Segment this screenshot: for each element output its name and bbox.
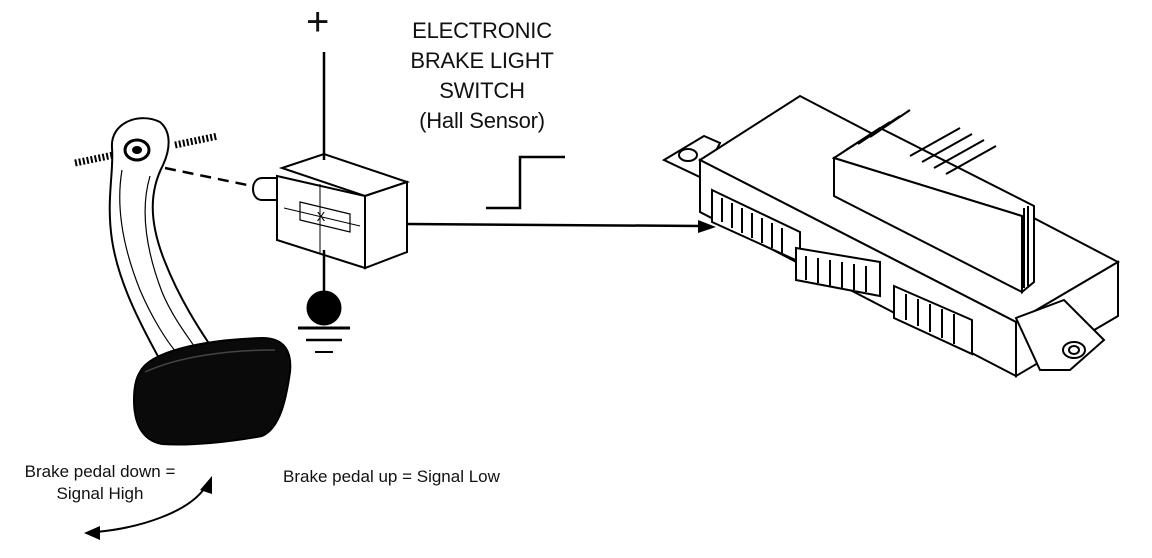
- switch-title: ELECTRONIC BRAKE LIGHT SWITCH (Hall Sens…: [382, 16, 582, 136]
- pedal-arm: [108, 117, 212, 362]
- power-plus-symbol: +: [306, 0, 330, 44]
- pedal-down-line-2: Signal High: [56, 484, 144, 503]
- module-connectors: [711, 188, 973, 356]
- brake-pedal: [74, 117, 292, 446]
- switch-title-line-3: SWITCH: [439, 78, 525, 103]
- pedal-pad: [132, 336, 292, 446]
- switch-title-line-4: (Hall Sensor): [419, 108, 545, 133]
- sensor-x-mark: X: [317, 209, 326, 224]
- pedal-down-label: Brake pedal down = Signal High: [10, 461, 190, 505]
- sensor-probe: [252, 177, 278, 201]
- pedal-down-line-1: Brake pedal down =: [24, 462, 176, 481]
- pivot-bolt-right: [174, 132, 219, 149]
- switch-title-line-2: BRAKE LIGHT: [410, 48, 554, 73]
- signal-wire-arrow: [406, 220, 716, 233]
- signal-step-waveform: [486, 155, 565, 210]
- heat-sink: [831, 109, 1035, 295]
- switch-title-line-1: ELECTRONIC: [412, 18, 552, 43]
- pedal-up-label: Brake pedal up = Signal Low: [283, 467, 500, 486]
- ground-symbol: [298, 250, 350, 353]
- control-module: [661, 94, 1121, 378]
- pedal-motion-arrow: [84, 476, 212, 540]
- magnet-path-line: [164, 166, 253, 188]
- hall-sensor-switch: X: [252, 152, 411, 270]
